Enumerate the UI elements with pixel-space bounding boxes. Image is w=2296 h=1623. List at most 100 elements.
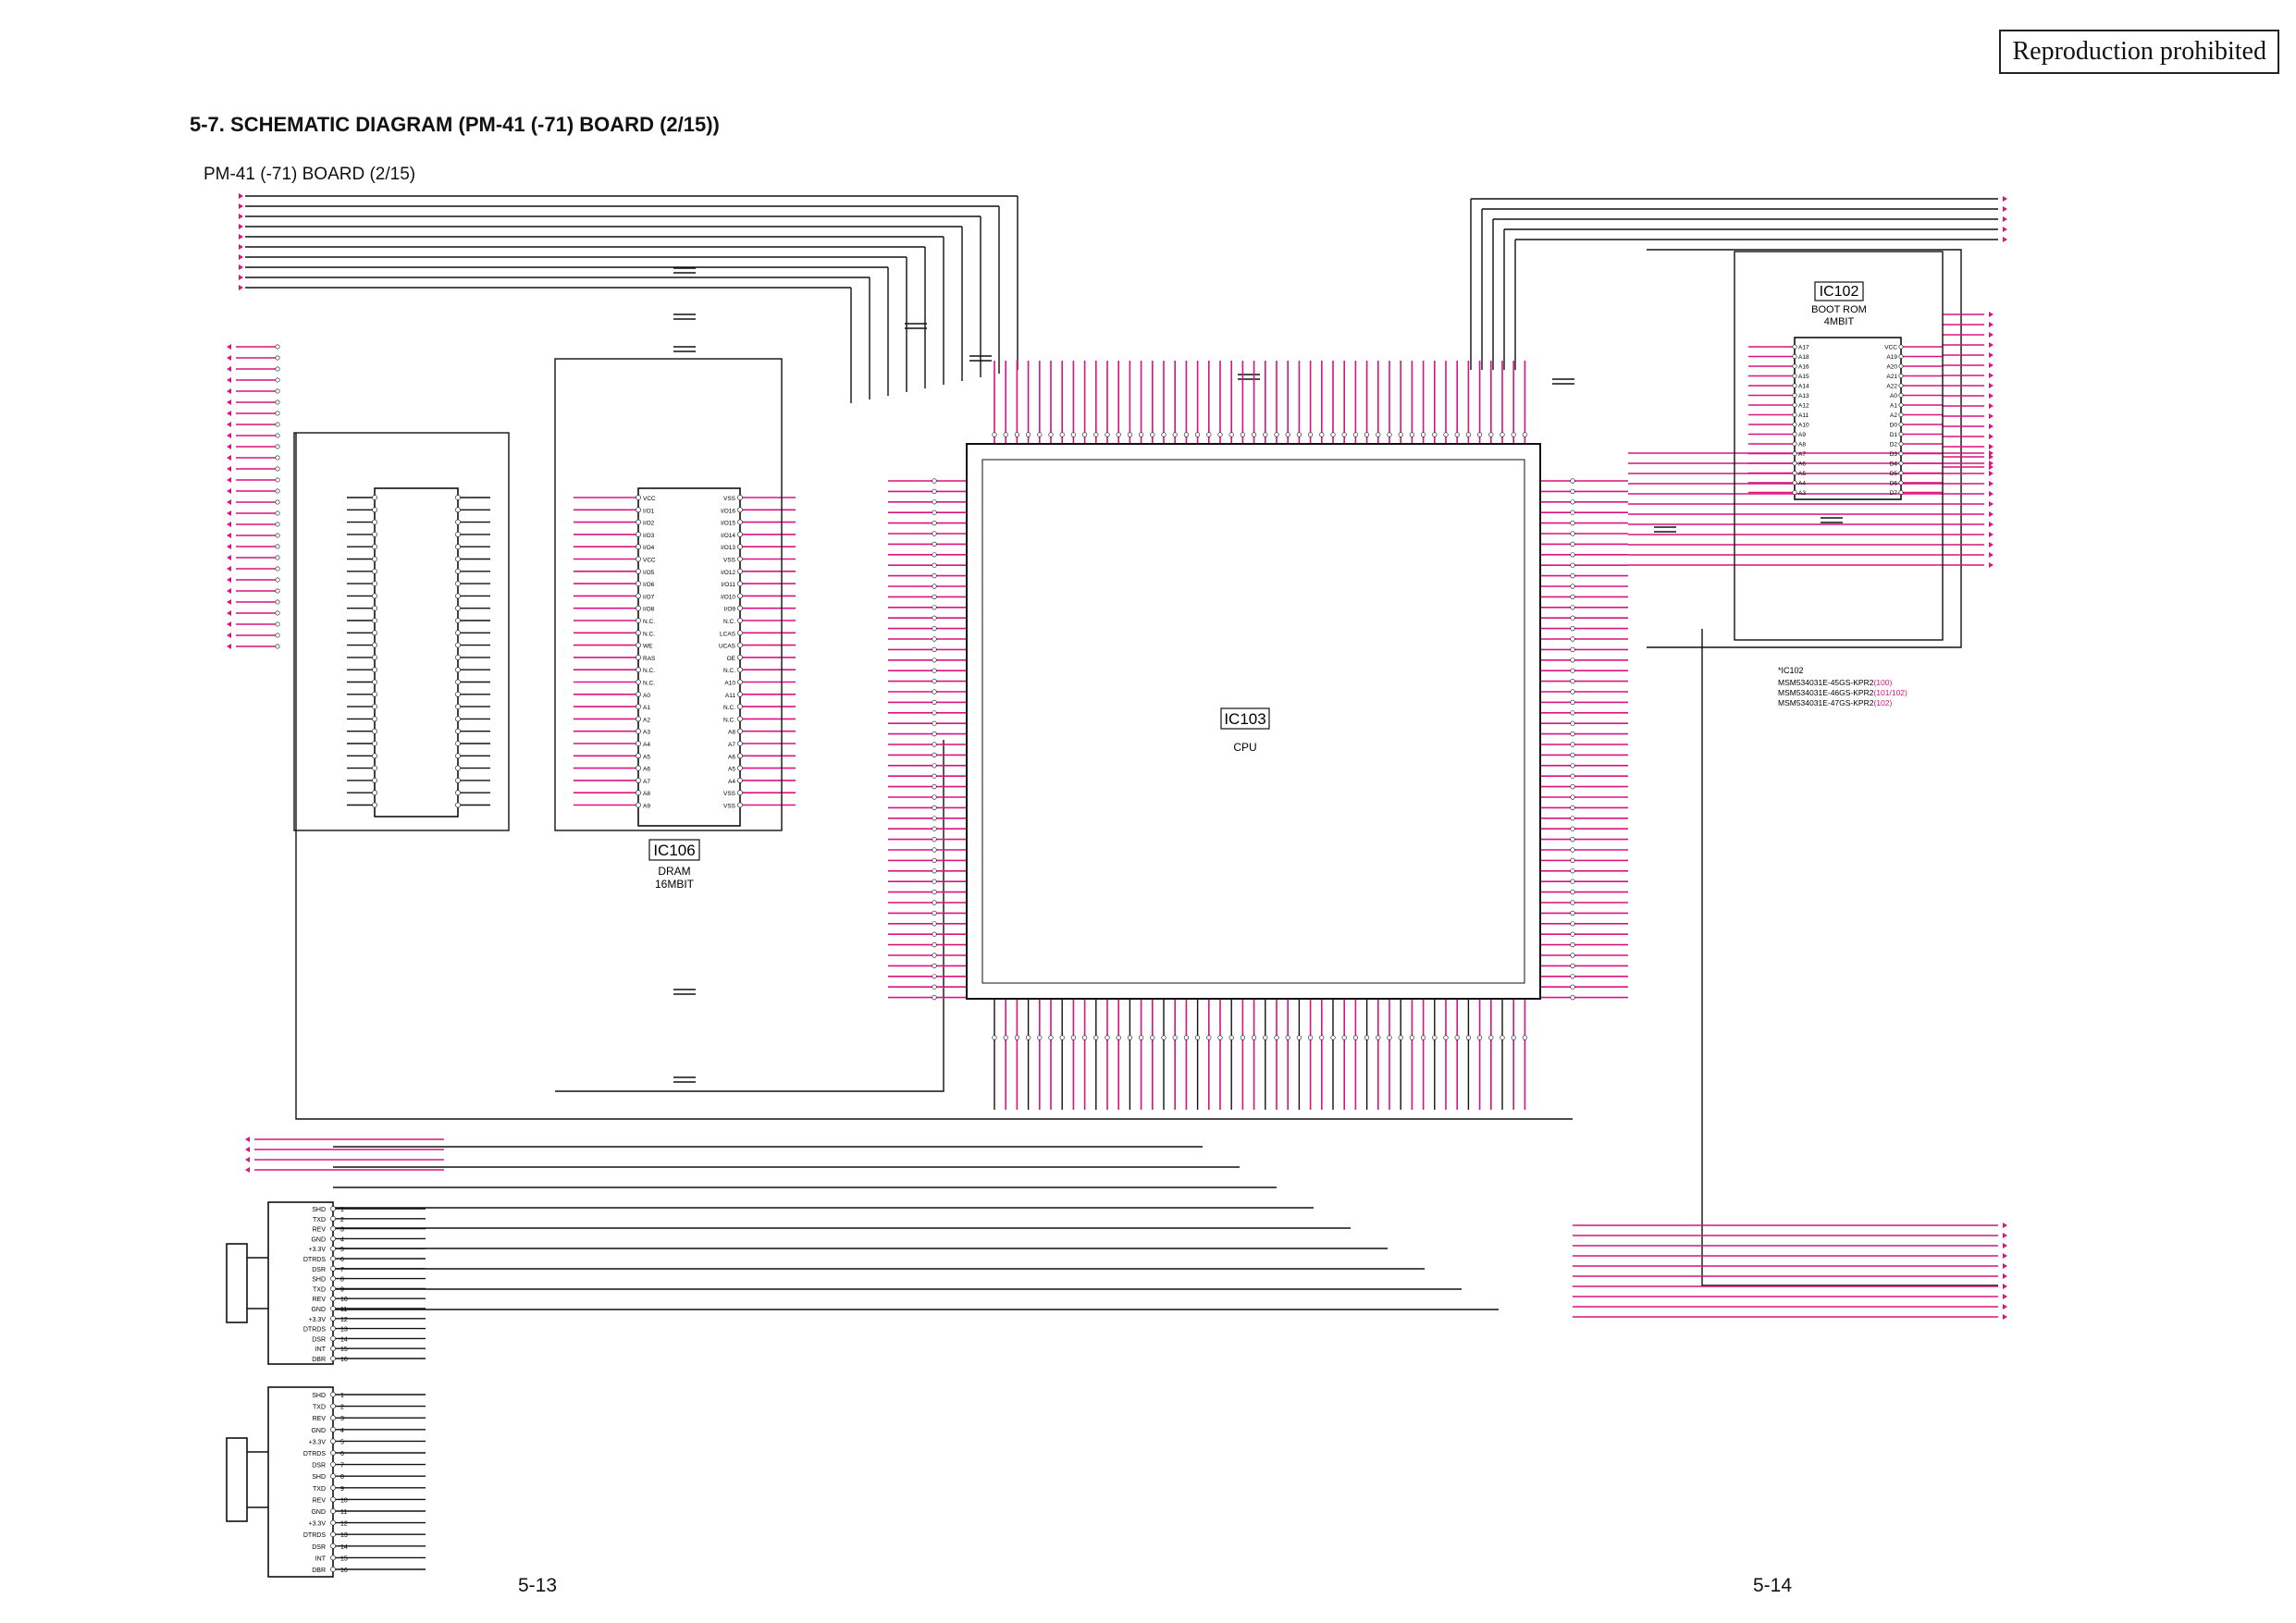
pin-dot: [636, 642, 641, 648]
pin-dot: [1285, 432, 1290, 437]
pin-dot: [1488, 432, 1494, 437]
signal-arrow: [2003, 1294, 2007, 1299]
pin-dot: [455, 618, 461, 623]
pin-dot: [932, 963, 937, 968]
pin-dot: [1570, 572, 1575, 579]
signal-arrow: [227, 377, 231, 383]
cn2-pin-label: GND: [311, 1428, 326, 1434]
page-number-right: 5-14: [1753, 1575, 1793, 1596]
pin-dot: [455, 778, 461, 783]
right-vertical-wire: [1701, 629, 1998, 1286]
cn1-pin-number: 6: [340, 1257, 344, 1263]
pin-dot: [932, 974, 937, 979]
rom-pin-right-label: A20: [1886, 364, 1897, 371]
cn1-pin-number: 12: [340, 1317, 348, 1323]
pin-dot: [330, 1555, 336, 1561]
pin-dot: [1093, 1035, 1099, 1040]
ic106-ref: IC106: [653, 842, 695, 859]
rom-pin-left-label: A15: [1798, 374, 1809, 380]
pin-dot: [1570, 963, 1575, 968]
pin-dot: [1898, 461, 1904, 466]
pin-dot: [932, 689, 937, 695]
rom-pin-right-label: A2: [1890, 412, 1897, 419]
pin-dot: [737, 642, 743, 648]
pin-dot: [1898, 431, 1904, 436]
note-part-3: MSM534031E-47GS-KPR2: [1778, 698, 1874, 707]
signal-arrow: [239, 224, 243, 229]
pin-dot: [932, 826, 937, 831]
pin-dot: [330, 1519, 336, 1526]
pin-dot: [932, 584, 937, 589]
pin-dot: [1570, 879, 1575, 884]
ic106-pin-right-label: VSS: [723, 558, 736, 564]
pin-dot: [1570, 478, 1575, 484]
pin-dot: [330, 1567, 336, 1572]
ic103-ref: IC103: [1224, 710, 1265, 728]
cn1-pin-number: 1: [340, 1207, 344, 1213]
note-line-2: MSM534031E-46GS-KPR2(101/102): [1778, 688, 1907, 697]
signal-arrow: [1989, 562, 1994, 568]
pin-dot: [330, 1392, 336, 1397]
pin-dot: [372, 667, 377, 673]
pin-dot: [1037, 432, 1043, 437]
pin-dot: [1307, 432, 1314, 437]
pin-dot: [275, 510, 280, 516]
ic106-pin-left-label: RAS: [643, 656, 656, 662]
pin-dot: [636, 556, 641, 562]
pin-dot: [1898, 402, 1904, 408]
cn1-pin-label: REV: [313, 1227, 327, 1234]
pin-dot: [932, 836, 937, 842]
note-line-1: MSM534031E-45GS-KPR2(100): [1778, 678, 1892, 687]
pin-dot: [372, 519, 377, 525]
ic106-desc1: DRAM: [658, 865, 690, 878]
signal-arrow: [1989, 383, 1994, 388]
pin-dot: [275, 577, 280, 583]
pin-dot: [636, 495, 641, 500]
pin-dot: [636, 544, 641, 550]
ic106-frame: [554, 358, 783, 831]
ic106-pin-right-label: I/O13: [721, 545, 735, 551]
pin-dot: [455, 556, 461, 562]
pin-dot: [1898, 392, 1904, 398]
signal-arrow: [227, 621, 231, 627]
pin-dot: [372, 618, 377, 623]
pin-dot: [737, 753, 743, 759]
pin-dot: [1172, 432, 1178, 437]
signal-arrow: [227, 422, 231, 427]
pin-dot: [372, 544, 377, 550]
pin-dot: [330, 1438, 336, 1445]
signal-arrow: [1989, 532, 1994, 537]
pin-dot: [1217, 432, 1223, 437]
pin-dot: [737, 556, 743, 562]
pin-dot: [1898, 441, 1904, 447]
cn2-pin-label: +3.3V: [309, 1439, 327, 1445]
pin-dot: [1127, 432, 1132, 437]
rom-pin-right-label: D5: [1890, 471, 1898, 477]
pin-dot: [1274, 1035, 1279, 1040]
ic105-frame: [293, 432, 510, 831]
cn1-pin-number: 9: [340, 1286, 344, 1293]
pin-dot: [1409, 432, 1414, 437]
ic106-pin-left-label: A9: [643, 804, 650, 810]
pin-dot: [1570, 816, 1575, 821]
signal-arrow: [227, 388, 231, 394]
rom-pin-left-label: A9: [1798, 432, 1806, 438]
ic106-pin-right-label: A10: [724, 681, 735, 687]
pin-dot: [1443, 1035, 1449, 1040]
note-tag-2: (101/102): [1873, 688, 1907, 697]
ic106-pin-right-label: VSS: [723, 791, 736, 797]
rom-pin-left-label: A18: [1798, 354, 1809, 361]
pin-dot: [1570, 678, 1575, 684]
cn1-pin-label: +3.3V: [309, 1317, 327, 1323]
pin-dot: [1570, 488, 1575, 495]
signal-arrow: [227, 466, 231, 472]
pin-dot: [1387, 1035, 1392, 1040]
signal-arrow: [1989, 501, 1994, 507]
pin-marks: [227, 193, 2007, 1572]
pin-dot: [636, 532, 641, 537]
pin-dot: [636, 519, 641, 525]
signal-arrow: [227, 599, 231, 605]
pin-dot: [1570, 984, 1575, 990]
pin-dot: [737, 728, 743, 734]
ic106-desc2: 16MBIT: [655, 878, 695, 891]
